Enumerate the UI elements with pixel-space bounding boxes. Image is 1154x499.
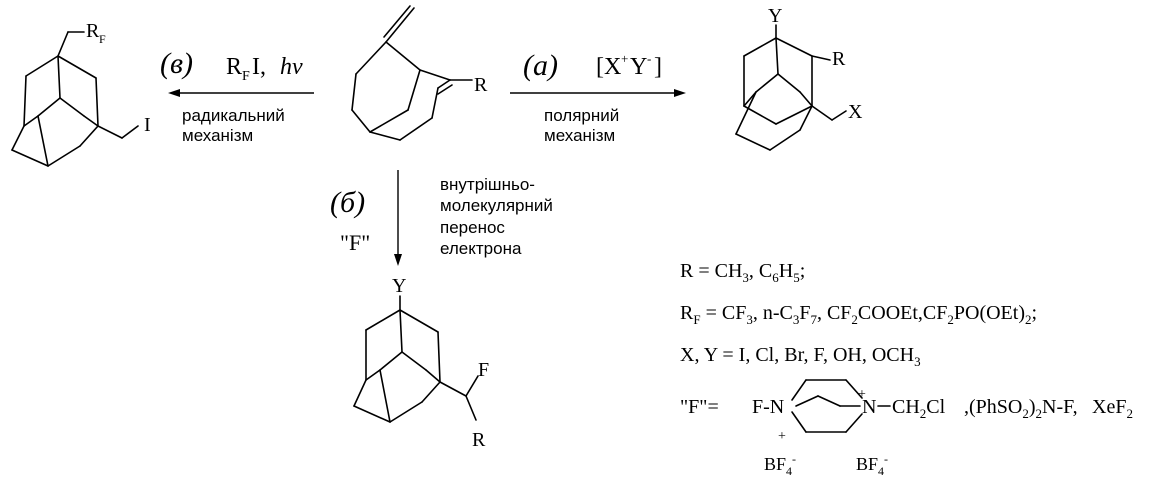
route-a-reagent-open: [X <box>596 54 621 80</box>
legend-xy-text: X, Y = I, Cl, Br, F, OH, OCH <box>680 344 914 366</box>
route-a-reagent-minus: - <box>647 51 651 66</box>
svg-text:RF = CF3, n-C3F7, CF2COOEt,CF2: RF = CF3, n-C3F7, CF2COOEt,CF2PO(OEt)2; <box>680 302 1037 327</box>
bf4-left-charge: - <box>792 452 796 466</box>
product-a-adamantane <box>735 24 847 151</box>
svg-text:X, Y = I, Cl, Br, F, OH, OCH3: X, Y = I, Cl, Br, F, OH, OCH3 <box>680 344 921 369</box>
legend-rf-rest4: , CF <box>817 302 851 324</box>
selectfluor-n-right: N <box>862 396 876 418</box>
legend-rf-sub-e: 2 <box>947 312 954 327</box>
route-b-mechanism-line2: молекулярний <box>440 196 553 215</box>
bf4-left-sub: 4 <box>786 464 792 478</box>
product-c-adamantane <box>11 31 139 167</box>
svg-text:CH2Cl: CH2Cl <box>892 396 946 421</box>
legend-rf-sub-c: 7 <box>810 312 817 327</box>
route-c-label: (в) <box>160 47 193 80</box>
phso2-sub2: 2 <box>1036 406 1043 421</box>
ch2cl-tail: Cl <box>926 396 945 418</box>
legend-r-definition: R = CH3, C6H5; <box>680 260 805 285</box>
legend-rf-rest: = CF <box>701 302 747 324</box>
fluorinating-lhs: "F"= <box>680 396 719 418</box>
route-c-mechanism-line1: радикальний <box>182 106 285 125</box>
legend-r-text: R = CH <box>680 260 742 282</box>
atom-i-product-c: I <box>144 114 151 136</box>
route-a-reagent-plus: + <box>621 51 628 66</box>
xef-sub: 2 <box>1126 406 1133 421</box>
dabco-cage <box>791 379 863 433</box>
atom-rf-product-c: R <box>86 20 100 42</box>
route-a-label: (а) <box>523 49 558 82</box>
route-a-reagent-y: Y <box>630 54 647 80</box>
arrowhead-route-b <box>394 254 402 266</box>
route-b-mechanism-line4: електрона <box>440 239 522 258</box>
legend-rf-rest2: , n-C <box>753 302 793 324</box>
route-a-mechanism-line2: механізм <box>544 126 615 145</box>
phso2-c: N-F, <box>1042 396 1078 418</box>
route-c-mechanism-line2: механізм <box>182 126 253 145</box>
xef-main: XeF <box>1092 396 1126 418</box>
legend-r-sub1: 3 <box>742 270 749 285</box>
svg-text:BF4-: BF4- <box>856 452 888 478</box>
route-b-mechanism-line3: перенос <box>440 218 505 237</box>
svg-text:,(PhSO2)2N-F,: ,(PhSO2)2N-F, <box>964 396 1078 421</box>
legend-rf-sub: F <box>693 312 700 327</box>
route-a-mechanism-line1: полярний <box>544 106 619 125</box>
legend-rf-sub-f: 2 <box>1025 312 1032 327</box>
legend-r-h: H <box>779 260 793 282</box>
svg-text:XeF2: XeF2 <box>1092 396 1133 421</box>
n-plus-bottom: + <box>778 429 786 444</box>
route-c-reagent-tail: I, <box>252 54 266 80</box>
bf4-right-sub: 4 <box>878 464 884 478</box>
route-a-reagent-close: ] <box>654 54 662 80</box>
legend-xy-definition: X, Y = I, Cl, Br, F, OH, OCH3 <box>680 344 921 369</box>
route-b-reagent: "F" <box>340 230 370 255</box>
ch2cl-main: CH <box>892 396 920 418</box>
route-c-reagent-sub: F <box>242 69 250 84</box>
legend-r-sub3: 5 <box>793 270 800 285</box>
legend-xy-sub: 3 <box>914 354 921 369</box>
legend-rf-rest5: COOEt,CF <box>858 302 947 324</box>
legend-r-mid: , C <box>749 260 772 282</box>
legend-rf-sub-a: 3 <box>746 312 753 327</box>
svg-text:BF4-: BF4- <box>764 452 796 478</box>
legend-rf-sub-d: 2 <box>851 312 858 327</box>
n-plus-top: + <box>858 387 866 402</box>
fluorinating-agents: "F"= F-N + N CH2Cl + BF4- BF4- ,(PhSO2)2… <box>680 379 1133 478</box>
route-b-mechanism-line1: внутрішньо- <box>440 175 535 194</box>
arrowhead-route-c <box>168 89 180 97</box>
phso2-sub: 2 <box>1022 406 1029 421</box>
atom-f-product-b: F <box>478 359 489 381</box>
atom-r-product-a: R <box>832 48 846 70</box>
atom-y-product-b: Y <box>392 275 406 297</box>
bf4-right-charge: - <box>884 452 888 466</box>
atom-r-product-b: R <box>472 429 486 451</box>
svg-text:R = CH3, C6H5;: R = CH3, C6H5; <box>680 260 805 285</box>
route-c-light: hv <box>280 54 303 80</box>
legend-rf-sub-b: 3 <box>793 312 800 327</box>
legend-rf-end: ; <box>1032 302 1038 324</box>
phso2-b: ) <box>1029 396 1036 418</box>
bf4-right-main: BF <box>856 454 878 474</box>
legend-r-end: ; <box>800 260 806 282</box>
legend-rf-rest6: PO(OEt) <box>954 302 1025 324</box>
bf4-left-main: BF <box>764 454 786 474</box>
legend-r-sub2: 6 <box>772 270 779 285</box>
phso2-a: ,(PhSO <box>964 396 1022 418</box>
atom-x-product-a: X <box>848 101 863 123</box>
legend-rf-rest3: F <box>799 302 810 324</box>
atom-rf-sub-product-c: F <box>99 32 106 46</box>
starting-bicyclic-diene <box>351 5 473 141</box>
legend-rf-definition: RF = CF3, n-C3F7, CF2COOEt,CF2PO(OEt)2; <box>680 302 1037 327</box>
arrowhead-route-a <box>674 89 686 97</box>
route-b-label: (б) <box>330 186 365 219</box>
route-c-reagent-r: R <box>226 54 242 80</box>
selectfluor-f-n: F-N <box>752 396 784 418</box>
ch2cl-sub: 2 <box>920 406 927 421</box>
legend-rf-main: R <box>680 302 694 324</box>
product-b-adamantane <box>353 295 479 423</box>
atom-y-product-a: Y <box>768 5 782 27</box>
atom-r-diene: R <box>474 74 488 96</box>
